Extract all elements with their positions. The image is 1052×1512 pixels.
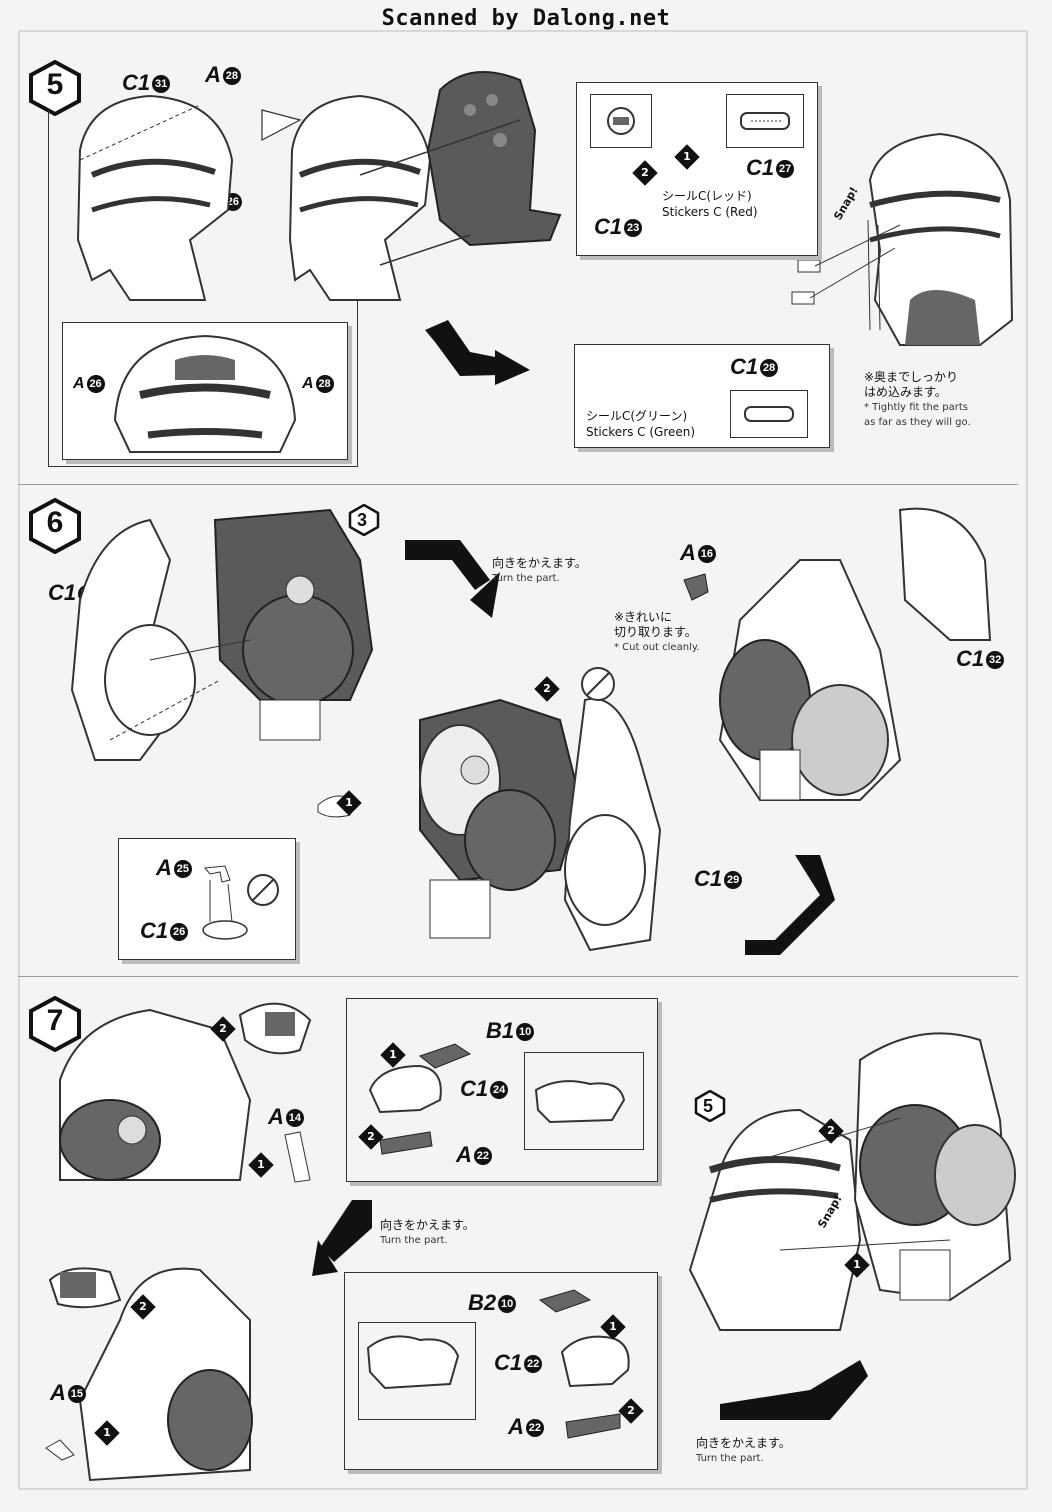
sticker-thumb <box>590 94 652 148</box>
sub-step-ref: 3 <box>348 504 380 536</box>
order-mark: 2 <box>818 1118 844 1144</box>
step-5-badge: 5 <box>28 60 82 116</box>
cut-note: ※きれいに切り取ります。* Cut out cleanly. <box>614 610 700 653</box>
order-mark: 2 <box>358 1124 384 1150</box>
hexagon-icon <box>29 498 81 554</box>
order-mark: 1 <box>380 1042 406 1068</box>
order-mark: 1 <box>844 1252 870 1278</box>
turn-note: 向きをかえます。Turn the part. <box>696 1436 791 1464</box>
order-mark: 1 <box>248 1152 274 1178</box>
order-mark: 2 <box>210 1016 236 1042</box>
watermark: Scanned by Dalong.net <box>381 6 671 31</box>
step-6-badge: 6 <box>28 498 82 554</box>
sub-step-ref: 5 <box>694 1090 726 1122</box>
page-frame <box>18 30 1028 1490</box>
hexagon-icon <box>348 504 380 536</box>
sole-thumb <box>358 1322 476 1420</box>
sole-thumb <box>524 1052 644 1150</box>
section-divider <box>18 484 1018 485</box>
sticker-green-label: シールC(グリーン)Stickers C (Green) <box>586 409 696 439</box>
hexagon-icon <box>694 1090 726 1122</box>
sticker-thumb <box>726 94 804 148</box>
section-divider <box>18 976 1018 977</box>
step-7-detail-box-lower <box>344 1272 658 1470</box>
turn-note: 向きをかえます。Turn the part. <box>380 1218 475 1246</box>
sticker-red-label: シールC(レッド)Stickers C (Red) <box>662 189 758 219</box>
order-mark: 1 <box>600 1314 626 1340</box>
order-mark: 2 <box>618 1398 644 1424</box>
step-7-badge: 7 <box>28 996 82 1052</box>
order-mark: 1 <box>94 1420 120 1446</box>
order-mark: 2 <box>130 1294 156 1320</box>
turn-note: 向きをかえます。Turn the part. <box>492 556 587 584</box>
hexagon-icon <box>29 60 81 116</box>
hexagon-icon <box>29 996 81 1052</box>
step-7-detail-box-upper <box>346 998 658 1182</box>
sticker-thumb <box>730 390 808 438</box>
